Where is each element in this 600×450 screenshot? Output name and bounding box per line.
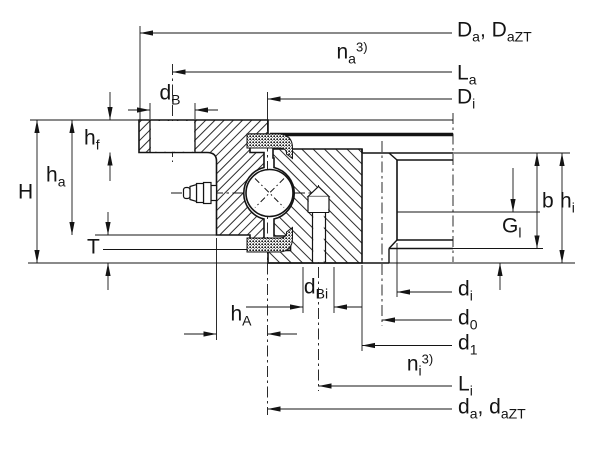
ball (245, 168, 294, 218)
outer-ring (138, 119, 269, 250)
outer-ring-bolt-hole (149, 120, 196, 153)
dimension-arrows (34, 30, 565, 412)
lower-seal (246, 226, 293, 253)
upper-seal (246, 133, 293, 160)
inner-ring-bolt-hole (306, 185, 331, 263)
internal-gear-teeth (270, 132, 453, 263)
grease-nipple (182, 181, 218, 205)
